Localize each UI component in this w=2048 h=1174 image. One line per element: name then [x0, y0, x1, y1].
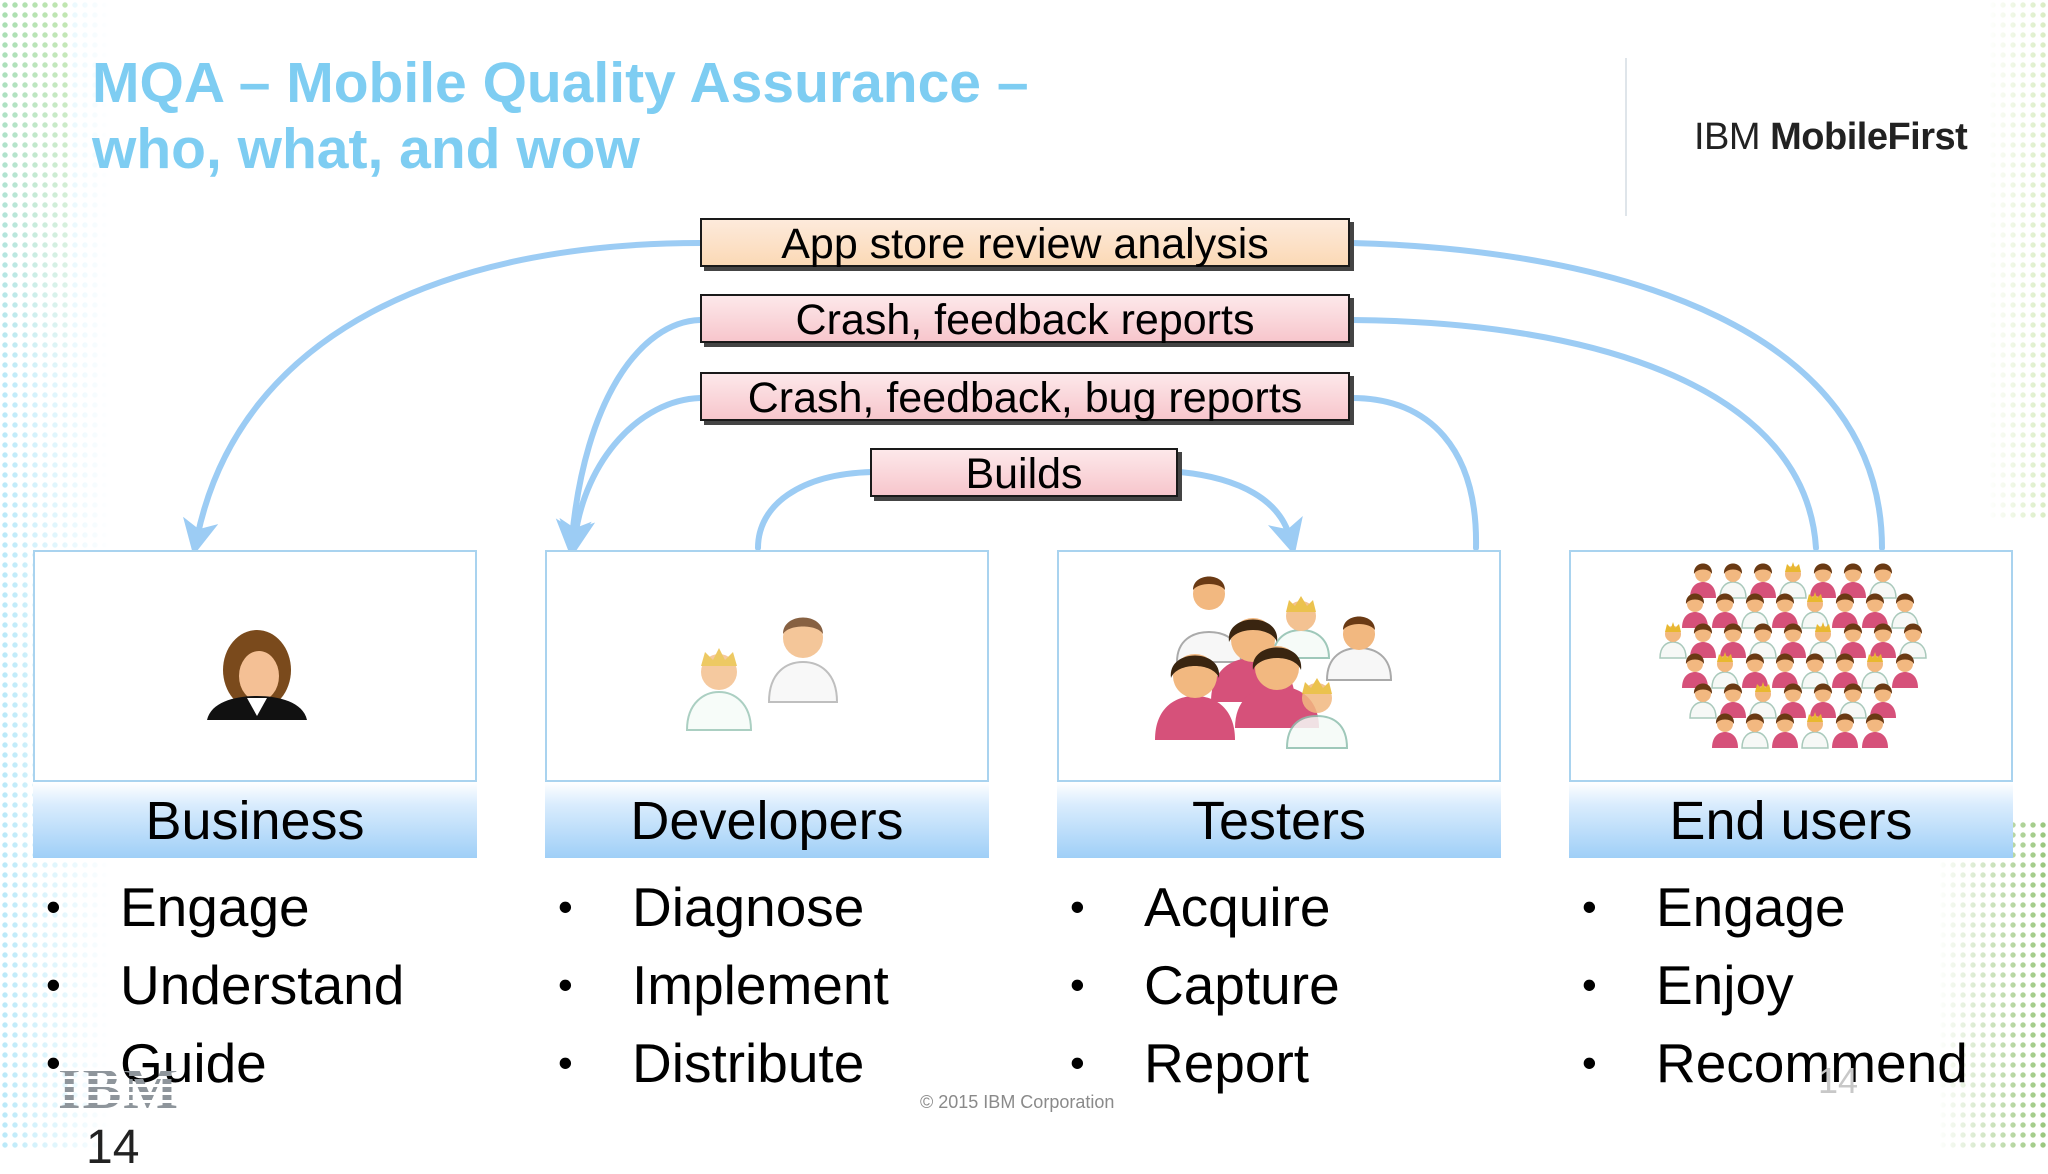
group-header-developers: Developers	[545, 782, 989, 858]
crowd-icon	[1659, 562, 1927, 749]
panel-testers	[1057, 550, 1501, 782]
panel-end-users	[1569, 550, 2013, 782]
list-item: Engage	[38, 868, 404, 946]
list-item: Enjoy	[1574, 946, 1968, 1024]
list-item: Diagnose	[550, 868, 889, 946]
group-header-testers: Testers	[1057, 782, 1501, 858]
arrow-app-store-to-business	[197, 240, 1885, 548]
business-bullet-list: Engage Understand Guide	[38, 868, 404, 1102]
panel-developers	[545, 550, 989, 782]
list-item: Understand	[38, 946, 404, 1024]
arrow-developers-builds-to-testers	[755, 469, 1290, 548]
header-divider	[1625, 58, 1627, 216]
developers-icon	[685, 617, 839, 731]
flow-label-app-store-review-analysis: App store review analysis	[700, 218, 1350, 268]
list-item: Report	[1062, 1024, 1340, 1102]
group-header-business: Business	[33, 782, 477, 858]
background-dot-pattern-left-top	[0, 0, 70, 380]
testers-group-icon	[1155, 576, 1393, 749]
list-item: Guide	[38, 1024, 404, 1102]
panel-business	[33, 550, 477, 782]
slide-title: MQA – Mobile Quality Assurance – who, wh…	[92, 50, 1029, 182]
brand-prefix: IBM	[1694, 116, 1761, 158]
list-item: Capture	[1062, 946, 1340, 1024]
flow-label-crash-feedback-reports: Crash, feedback reports	[700, 294, 1350, 344]
businesswoman-icon	[207, 630, 307, 720]
list-item: Distribute	[550, 1024, 889, 1102]
ibm-mobilefirst-logo: IBM MobileFirst	[1694, 116, 1968, 159]
developers-bullet-list: Diagnose Implement Distribute	[550, 868, 889, 1102]
list-item: Engage	[1574, 868, 1968, 946]
list-item: Recommend	[1574, 1024, 1968, 1102]
arrow-testers-bug-reports-to-developers	[575, 395, 1480, 548]
testers-bullet-list: Acquire Capture Report	[1062, 868, 1340, 1102]
page-number: 14	[1818, 1060, 1859, 1101]
flow-label-builds: Builds	[870, 448, 1178, 498]
copyright-text: © 2015 IBM Corporation	[920, 1092, 1115, 1112]
ibm-logo: IBM	[58, 1056, 180, 1121]
arrow-end-users-crash-to-developers	[572, 317, 1819, 548]
list-item: Acquire	[1062, 868, 1340, 946]
group-header-end-users: End users	[1569, 782, 2013, 858]
slide-title-line-2: who, what, and wow	[92, 117, 640, 181]
end-users-bullet-list: Engage Enjoy Recommend	[1574, 868, 1968, 1102]
brand-name: MobileFirst	[1770, 116, 1968, 158]
flow-label-crash-feedback-bug-reports: Crash, feedback, bug reports	[700, 372, 1350, 422]
slide-title-line-1: MQA – Mobile Quality Assurance –	[92, 51, 1029, 115]
page-number-left: 14	[86, 1121, 140, 1174]
background-dot-pattern-right-top	[1988, 0, 2048, 520]
list-item: Implement	[550, 946, 889, 1024]
